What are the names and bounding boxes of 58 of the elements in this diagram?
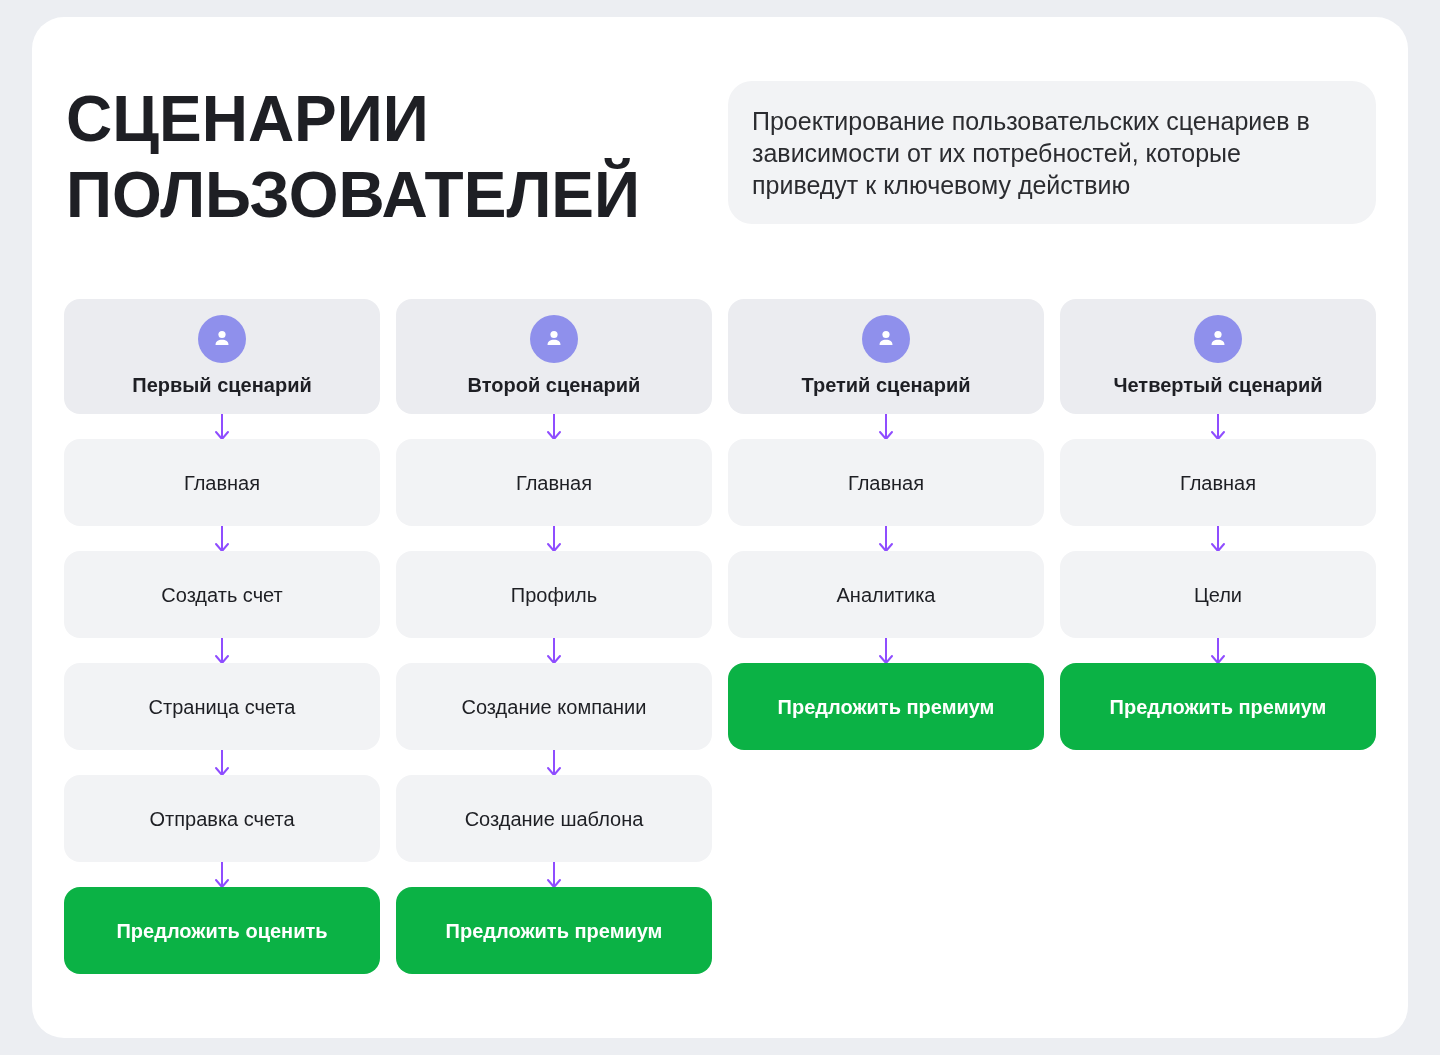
scenario-header — [1060, 299, 1376, 414]
action-step — [64, 887, 380, 974]
arrow — [547, 525, 561, 552]
step-label: Создать счет — [161, 582, 283, 607]
action-label: Предложить оценить — [116, 918, 328, 943]
arrow — [879, 637, 893, 664]
step-label: Цели — [1193, 582, 1243, 607]
flow-step — [728, 551, 1044, 638]
flow-step — [728, 439, 1044, 526]
step-label: Аналитика — [836, 582, 936, 607]
arrow — [879, 525, 893, 552]
action-label: Предложить премиум — [445, 918, 663, 943]
flow-step — [396, 775, 712, 862]
arrow — [1211, 525, 1225, 552]
scenario-title: Четвертый сценарий — [1113, 373, 1323, 397]
arrow — [547, 861, 561, 888]
scenario-title: Первый сценарий — [132, 373, 312, 397]
arrow — [547, 413, 561, 440]
step-label: Главная — [515, 470, 593, 495]
arrow — [547, 749, 561, 776]
action-label: Предложить премиум — [777, 694, 995, 719]
arrow — [215, 637, 229, 664]
scenario-header — [728, 299, 1044, 414]
arrow — [547, 637, 561, 664]
step-label: Создание компании — [461, 694, 647, 719]
flow-step — [64, 439, 380, 526]
arrow — [879, 413, 893, 440]
step-label: Создание шаблона — [464, 806, 644, 831]
action-label: Предложить премиум — [1109, 694, 1327, 719]
flow-step — [396, 663, 712, 750]
flow-step — [1060, 439, 1376, 526]
scenario-header — [396, 299, 712, 414]
scenario-title: Второй сценарий — [467, 373, 641, 397]
flow-step — [64, 551, 380, 638]
arrow — [215, 413, 229, 440]
action-step — [396, 887, 712, 974]
arrow — [1211, 637, 1225, 664]
step-label: Страница счета — [148, 694, 296, 719]
action-step — [728, 663, 1044, 750]
page-title: СЦЕНАРИИ ПОЛЬЗОВАТЕЛЕЙ — [66, 82, 641, 233]
scenario-title: Третий сценарий — [801, 373, 971, 397]
action-step — [1060, 663, 1376, 750]
step-label: Профиль — [510, 582, 598, 607]
flow-step — [1060, 551, 1376, 638]
flow-step — [64, 663, 380, 750]
flow-step — [396, 551, 712, 638]
step-label: Отправка счета — [149, 806, 295, 831]
arrow — [215, 861, 229, 888]
step-label: Главная — [847, 470, 925, 495]
step-label: Главная — [1179, 470, 1257, 495]
flow-step — [396, 439, 712, 526]
arrow — [1211, 413, 1225, 440]
arrow — [215, 749, 229, 776]
arrow — [215, 525, 229, 552]
scenario-header — [64, 299, 380, 414]
flow-step — [64, 775, 380, 862]
description-text: Проектирование пользовательских сценариев в зависимости от их потребностей, которые приведут к ключевому действию — [752, 105, 1311, 201]
step-label: Главная — [183, 470, 261, 495]
